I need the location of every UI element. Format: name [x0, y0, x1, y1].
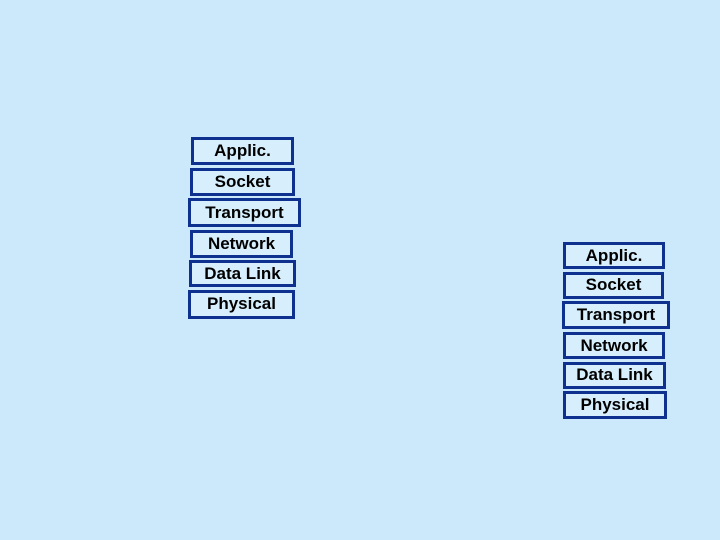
layer-box-datalink: Data Link: [563, 361, 666, 389]
layer-label: Transport: [576, 305, 656, 325]
layer-label: Data Link: [204, 263, 281, 283]
layer-label: Physical: [580, 395, 650, 415]
protocol-stack-left: Applic. Socket Transport Network Data Li…: [188, 137, 303, 321]
layer-label: Network: [207, 233, 276, 253]
layer-box-socket: Socket: [563, 271, 664, 299]
protocol-stack-right: Applic. Socket Transport Network Data Li…: [562, 242, 672, 422]
layer-box-socket: Socket: [190, 167, 295, 196]
layer-box-physical: Physical: [188, 289, 295, 319]
layer-label: Physical: [207, 294, 276, 313]
layer-label: Socket: [585, 275, 642, 295]
layer-box-transport: Transport: [188, 198, 301, 227]
layer-label: Data Link: [576, 365, 653, 385]
layer-box-application: Applic.: [191, 137, 294, 165]
layer-box-application: Applic.: [563, 242, 665, 269]
layer-box-network: Network: [563, 332, 665, 360]
layer-box-network: Network: [190, 229, 293, 258]
layer-label: Socket: [214, 171, 271, 191]
layer-label: Transport: [205, 202, 284, 222]
layer-label: Network: [580, 335, 648, 355]
layer-box-transport: Transport: [562, 301, 670, 330]
layer-box-datalink: Data Link: [189, 260, 296, 287]
layer-box-physical: Physical: [563, 391, 667, 420]
layer-label: Applic.: [214, 141, 271, 160]
layer-label: Applic.: [585, 245, 643, 265]
